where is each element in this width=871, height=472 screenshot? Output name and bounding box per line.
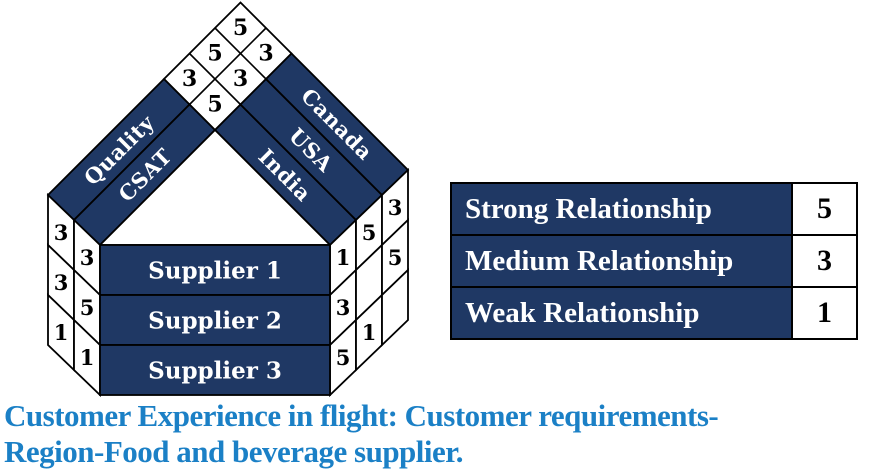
right-wall-cell-canada-s3 [381,267,409,348]
left-wall-value-quality-s3: 1 [54,320,69,345]
legend-value-medium: 3 [793,236,856,286]
house-of-quality-diagram: 5 5 3 3 3 5 Quality CSAT India USA Canad… [46,1,410,398]
legend-row-medium: Medium Relationship 3 [452,236,856,288]
supplier-label-3: Supplier 3 [148,358,282,385]
legend-label-weak: Weak Relationship [452,288,793,338]
supplier-bar-2 [99,294,331,346]
right-wall-value-india-s3: 5 [336,345,351,370]
caption-line-2: Region-Food and beverage supplier. [4,434,463,469]
roof-value-quality-usa: 5 [207,41,222,67]
left-wall-value-quality-s2: 3 [54,270,69,295]
supplier-bar-1 [99,244,331,296]
supplier-label-1: Supplier 1 [148,258,282,285]
right-wall-value-canada-s1: 3 [388,195,403,220]
roof-value-csat-canada: 3 [258,41,273,67]
legend-row-weak: Weak Relationship 1 [452,288,856,338]
roof-grid-line [188,27,267,106]
left-wall-value-csat-s3: 1 [80,345,95,370]
legend-value-strong: 5 [793,184,856,234]
right-wall-value-canada-s2: 5 [388,245,403,270]
roof-grid-line [188,52,242,106]
right-wall-value-india-s1: 1 [336,245,351,270]
legend-label-medium: Medium Relationship [452,236,793,286]
roof-value-csat-usa: 3 [233,66,248,92]
legend-value-weak: 1 [793,288,856,338]
figure-caption: Customer Experience in flight: Customer … [4,398,869,470]
right-wall-value-usa-s1: 5 [362,220,377,245]
roof-value-quality-india: 3 [182,66,197,92]
right-wall-value-usa-s3: 1 [362,320,377,345]
supplier-bar-3 [99,344,331,396]
legend-row-strong: Strong Relationship 5 [452,184,856,236]
left-wall-value-csat-s1: 3 [80,245,95,270]
roof-value-quality-canada: 5 [233,15,248,41]
left-wall-value-quality-s1: 3 [54,220,69,245]
roof-value-csat-india: 5 [207,92,222,118]
roof-grid-line [214,27,267,80]
right-wall-value-india-s2: 3 [336,295,351,320]
caption-line-1: Customer Experience in flight: Customer … [4,398,719,433]
supplier-label-2: Supplier 2 [148,308,282,335]
left-wall-value-csat-s2: 5 [80,295,95,320]
legend-table: Strong Relationship 5 Medium Relationshi… [450,182,858,340]
legend-label-strong: Strong Relationship [452,184,793,234]
